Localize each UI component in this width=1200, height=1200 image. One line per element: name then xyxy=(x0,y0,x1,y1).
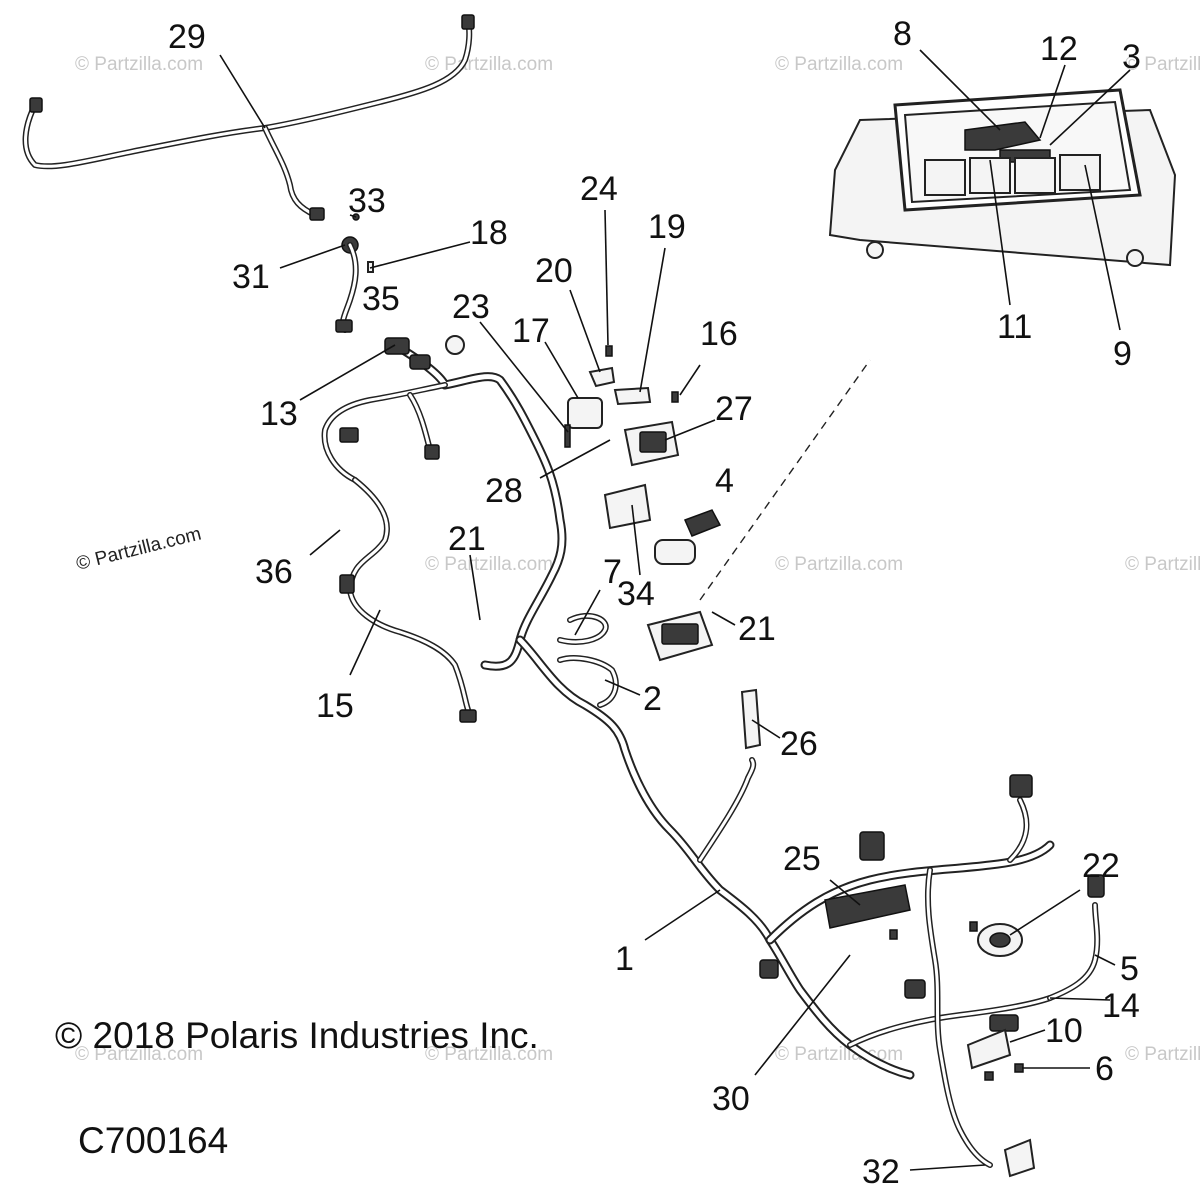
front-harness-14 xyxy=(759,774,1105,1168)
callout-21: 21 xyxy=(738,610,776,648)
watermark: © Partzilla.com xyxy=(1125,554,1200,575)
callout-25: 25 xyxy=(783,840,821,878)
callout-17: 17 xyxy=(512,312,550,350)
parts xyxy=(564,345,1036,1178)
watermark: © Partzilla.com xyxy=(775,54,903,75)
callout-32: 32 xyxy=(862,1153,900,1191)
callout-36: 36 xyxy=(255,553,293,591)
callout-15: 15 xyxy=(316,687,354,725)
fuse-box-detail xyxy=(828,88,1177,267)
callout-33: 33 xyxy=(348,182,386,220)
callout-12: 12 xyxy=(1040,30,1078,68)
callout-3: 3 xyxy=(1122,38,1141,76)
watermark: © Partzilla.com xyxy=(425,54,553,75)
callout-34: 34 xyxy=(617,575,655,613)
callout-20: 20 xyxy=(535,252,573,290)
watermark: © Partzilla.com xyxy=(775,554,903,575)
callout-16: 16 xyxy=(700,315,738,353)
watermark: © Partzilla.com xyxy=(425,554,553,575)
watermark: © Partzilla.com xyxy=(1125,1044,1200,1065)
callout-23: 23 xyxy=(452,288,490,326)
callout-2: 2 xyxy=(643,680,662,718)
part-code: C700164 xyxy=(78,1120,228,1161)
main-harness-1 xyxy=(515,612,915,1080)
callout-4: 4 xyxy=(715,462,734,500)
callout-14: 14 xyxy=(1102,987,1140,1025)
callout-28: 28 xyxy=(485,472,523,510)
watermark: © Partzilla.com xyxy=(425,1044,553,1065)
watermark: © Partzilla.com xyxy=(74,524,203,575)
callout-31: 31 xyxy=(232,258,270,296)
copyright-notice: © 2018 Polaris Industries Inc. xyxy=(55,1015,539,1056)
callout-9: 9 xyxy=(1113,335,1132,373)
callout-24: 24 xyxy=(580,170,618,208)
callout-13: 13 xyxy=(260,395,298,433)
callout-22: 22 xyxy=(1082,847,1120,885)
callout-19: 19 xyxy=(648,208,686,246)
callout-11: 11 xyxy=(997,308,1032,346)
callout-27: 27 xyxy=(715,390,753,428)
watermark: © Partzilla.com xyxy=(1125,54,1200,75)
callout-29: 29 xyxy=(168,18,206,56)
callout-18: 18 xyxy=(470,214,508,252)
callout-21: 21 xyxy=(448,520,486,558)
watermark: © Partzilla.com xyxy=(75,54,203,75)
callout-7: 7 xyxy=(603,553,622,591)
callout-30: 30 xyxy=(712,1080,750,1118)
left-harness-15 xyxy=(321,335,567,723)
sensor-harness-31 xyxy=(335,213,374,333)
callout-5: 5 xyxy=(1120,950,1139,988)
leader-lines xyxy=(219,49,1131,1171)
callout-26: 26 xyxy=(780,725,818,763)
watermarks: © Partzilla.com © Partzilla.com © Partzi… xyxy=(74,54,1200,1065)
callout-10: 10 xyxy=(1045,1012,1083,1050)
callouts: 29 33 18 31 35 24 19 20 23 17 16 13 27 2… xyxy=(168,15,1141,1191)
callout-6: 6 xyxy=(1095,1050,1114,1088)
callout-8: 8 xyxy=(893,15,912,53)
detail-reference-line xyxy=(699,359,871,601)
callout-35: 35 xyxy=(362,280,400,318)
callout-1: 1 xyxy=(615,940,634,978)
rear-harness-29 xyxy=(22,14,475,221)
watermark: © Partzilla.com xyxy=(75,1044,203,1065)
